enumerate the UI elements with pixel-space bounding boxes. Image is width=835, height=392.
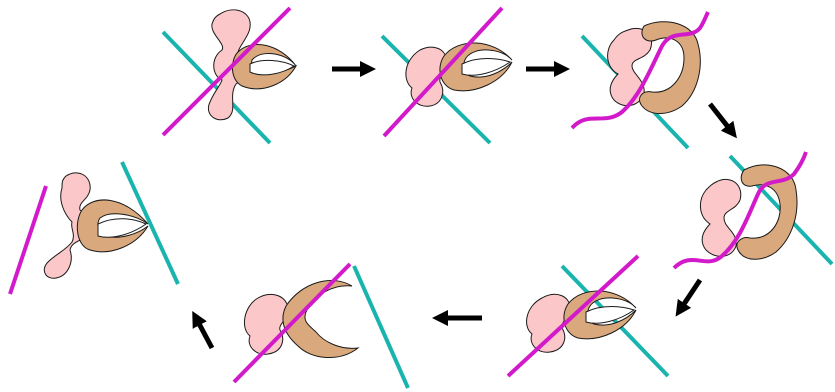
stage-3 (572, 12, 708, 148)
teal-strand (354, 266, 408, 388)
stage-2 (382, 8, 512, 143)
stage-4 (674, 152, 832, 268)
stage-7 (10, 162, 178, 294)
pink-domain (244, 294, 288, 354)
stage-5 (508, 256, 668, 376)
arrow-3-to-4 (710, 104, 732, 132)
stage-6 (234, 264, 408, 388)
arrow-6-to-7 (196, 318, 212, 348)
arrow-4-to-5 (680, 280, 700, 310)
stage-1 (163, 8, 296, 143)
pink-domain (700, 179, 740, 256)
magenta-strand (10, 186, 46, 294)
